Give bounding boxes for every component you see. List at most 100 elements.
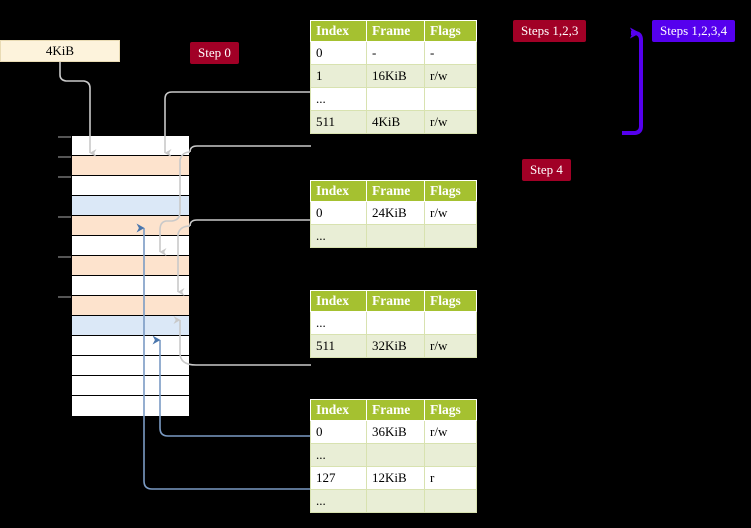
table-cell-index: 127: [310, 466, 367, 490]
table-cell-frame: [366, 489, 425, 513]
table-cell-index: 0: [310, 41, 367, 65]
step0-badge: Step 0: [190, 42, 239, 64]
memory-tick-4: [58, 256, 71, 258]
steps1234-badge: Steps 1,2,3,4: [652, 20, 736, 42]
steps123-badge: Steps 1,2,3: [513, 20, 587, 42]
memory-tick-1: [58, 156, 71, 158]
memory-block-4kib: 4KiB: [0, 40, 120, 62]
table-cell-frame: [366, 224, 425, 248]
table-cell-flags: r/w: [424, 201, 477, 225]
memory-frame-row: [72, 316, 189, 336]
table-cell-frame: 4KiB: [366, 110, 425, 134]
table-cell-frame: 16KiB: [366, 64, 425, 88]
wire-memory-to-t2-row0: [189, 219, 311, 227]
column-header-index: Index: [310, 20, 367, 42]
memory-frame-row: [72, 196, 189, 216]
wire-t4-row127-to-memory: [136, 223, 311, 490]
table-cell-frame: 32KiB: [366, 334, 425, 358]
table-row: ...: [310, 489, 477, 513]
step0-label: Step 0: [198, 45, 231, 60]
step4-badge: Step 4: [522, 159, 571, 181]
memory-frame-row: [72, 176, 189, 196]
table-cell-frame: -: [366, 41, 425, 65]
table-row: ...: [310, 87, 477, 111]
column-header-flags: Flags: [424, 399, 477, 421]
memory-frame-row: [72, 136, 189, 156]
column-header-frame: Frame: [366, 399, 425, 421]
table-cell-index: 1: [310, 64, 367, 88]
table-cell-index: ...: [310, 489, 367, 513]
memory-tick-2: [58, 176, 71, 178]
memory-frame-row: [72, 156, 189, 176]
table-cell-flags: r/w: [424, 334, 477, 358]
column-header-index: Index: [310, 399, 367, 421]
column-header-index: Index: [310, 180, 367, 202]
wire-t1-row1-to-memory: [164, 91, 311, 157]
table-cell-frame: [366, 311, 425, 335]
column-header-flags: Flags: [424, 180, 477, 202]
wire-steps1234-bracket: [622, 27, 643, 135]
table-cell-flags: r: [424, 466, 477, 490]
table-row: 0--: [310, 41, 477, 65]
column-header-frame: Frame: [366, 180, 425, 202]
column-header-flags: Flags: [424, 290, 477, 312]
table-cell-frame: [366, 443, 425, 467]
table-cell-flags: [424, 443, 477, 467]
table-row: ...: [310, 224, 477, 248]
table-cell-flags: [424, 224, 477, 248]
table-cell-index: ...: [310, 224, 367, 248]
column-header-flags: Flags: [424, 20, 477, 42]
memory-block-label: 4KiB: [45, 43, 75, 58]
physical-memory-column: [71, 135, 190, 416]
table-cell-index: 511: [310, 110, 367, 134]
memory-frame-row: [72, 296, 189, 316]
table-cell-flags: r/w: [424, 420, 477, 444]
wire-4kib-to-memory: [59, 62, 97, 157]
table-cell-index: ...: [310, 311, 367, 335]
column-header-index: Index: [310, 290, 367, 312]
wire-t4-row0-to-memory: [152, 335, 311, 437]
wire-t1-row511-to-memory: [189, 145, 311, 153]
table-cell-flags: r/w: [424, 64, 477, 88]
memory-frame-row: [72, 276, 189, 296]
wire-t3-row511-to-memory: [173, 316, 311, 366]
table-cell-index: 511: [310, 334, 367, 358]
table-cell-index: ...: [310, 443, 367, 467]
memory-frame-row: [72, 256, 189, 276]
table-cell-flags: r/w: [424, 110, 477, 134]
table-cell-frame: [366, 87, 425, 111]
table-cell-index: ...: [310, 87, 367, 111]
table-cell-flags: [424, 87, 477, 111]
table-cell-frame: 36KiB: [366, 420, 425, 444]
table-cell-flags: [424, 489, 477, 513]
steps1234-label: Steps 1,2,3,4: [660, 23, 728, 38]
column-header-frame: Frame: [366, 290, 425, 312]
table-cell-index: 0: [310, 201, 367, 225]
wire-24kib-down: [159, 151, 191, 256]
table-cell-frame: 12KiB: [366, 466, 425, 490]
table-cell-frame: 24KiB: [366, 201, 425, 225]
table-cell-index: 0: [310, 420, 367, 444]
table-row: ...: [310, 443, 477, 467]
table-cell-flags: [424, 311, 477, 335]
memory-tick-5: [58, 296, 71, 298]
memory-tick-3: [58, 216, 71, 218]
table-cell-flags: -: [424, 41, 477, 65]
step4-label: Step 4: [530, 162, 563, 177]
table-row: ...: [310, 311, 477, 335]
memory-tick-0: [58, 136, 71, 138]
